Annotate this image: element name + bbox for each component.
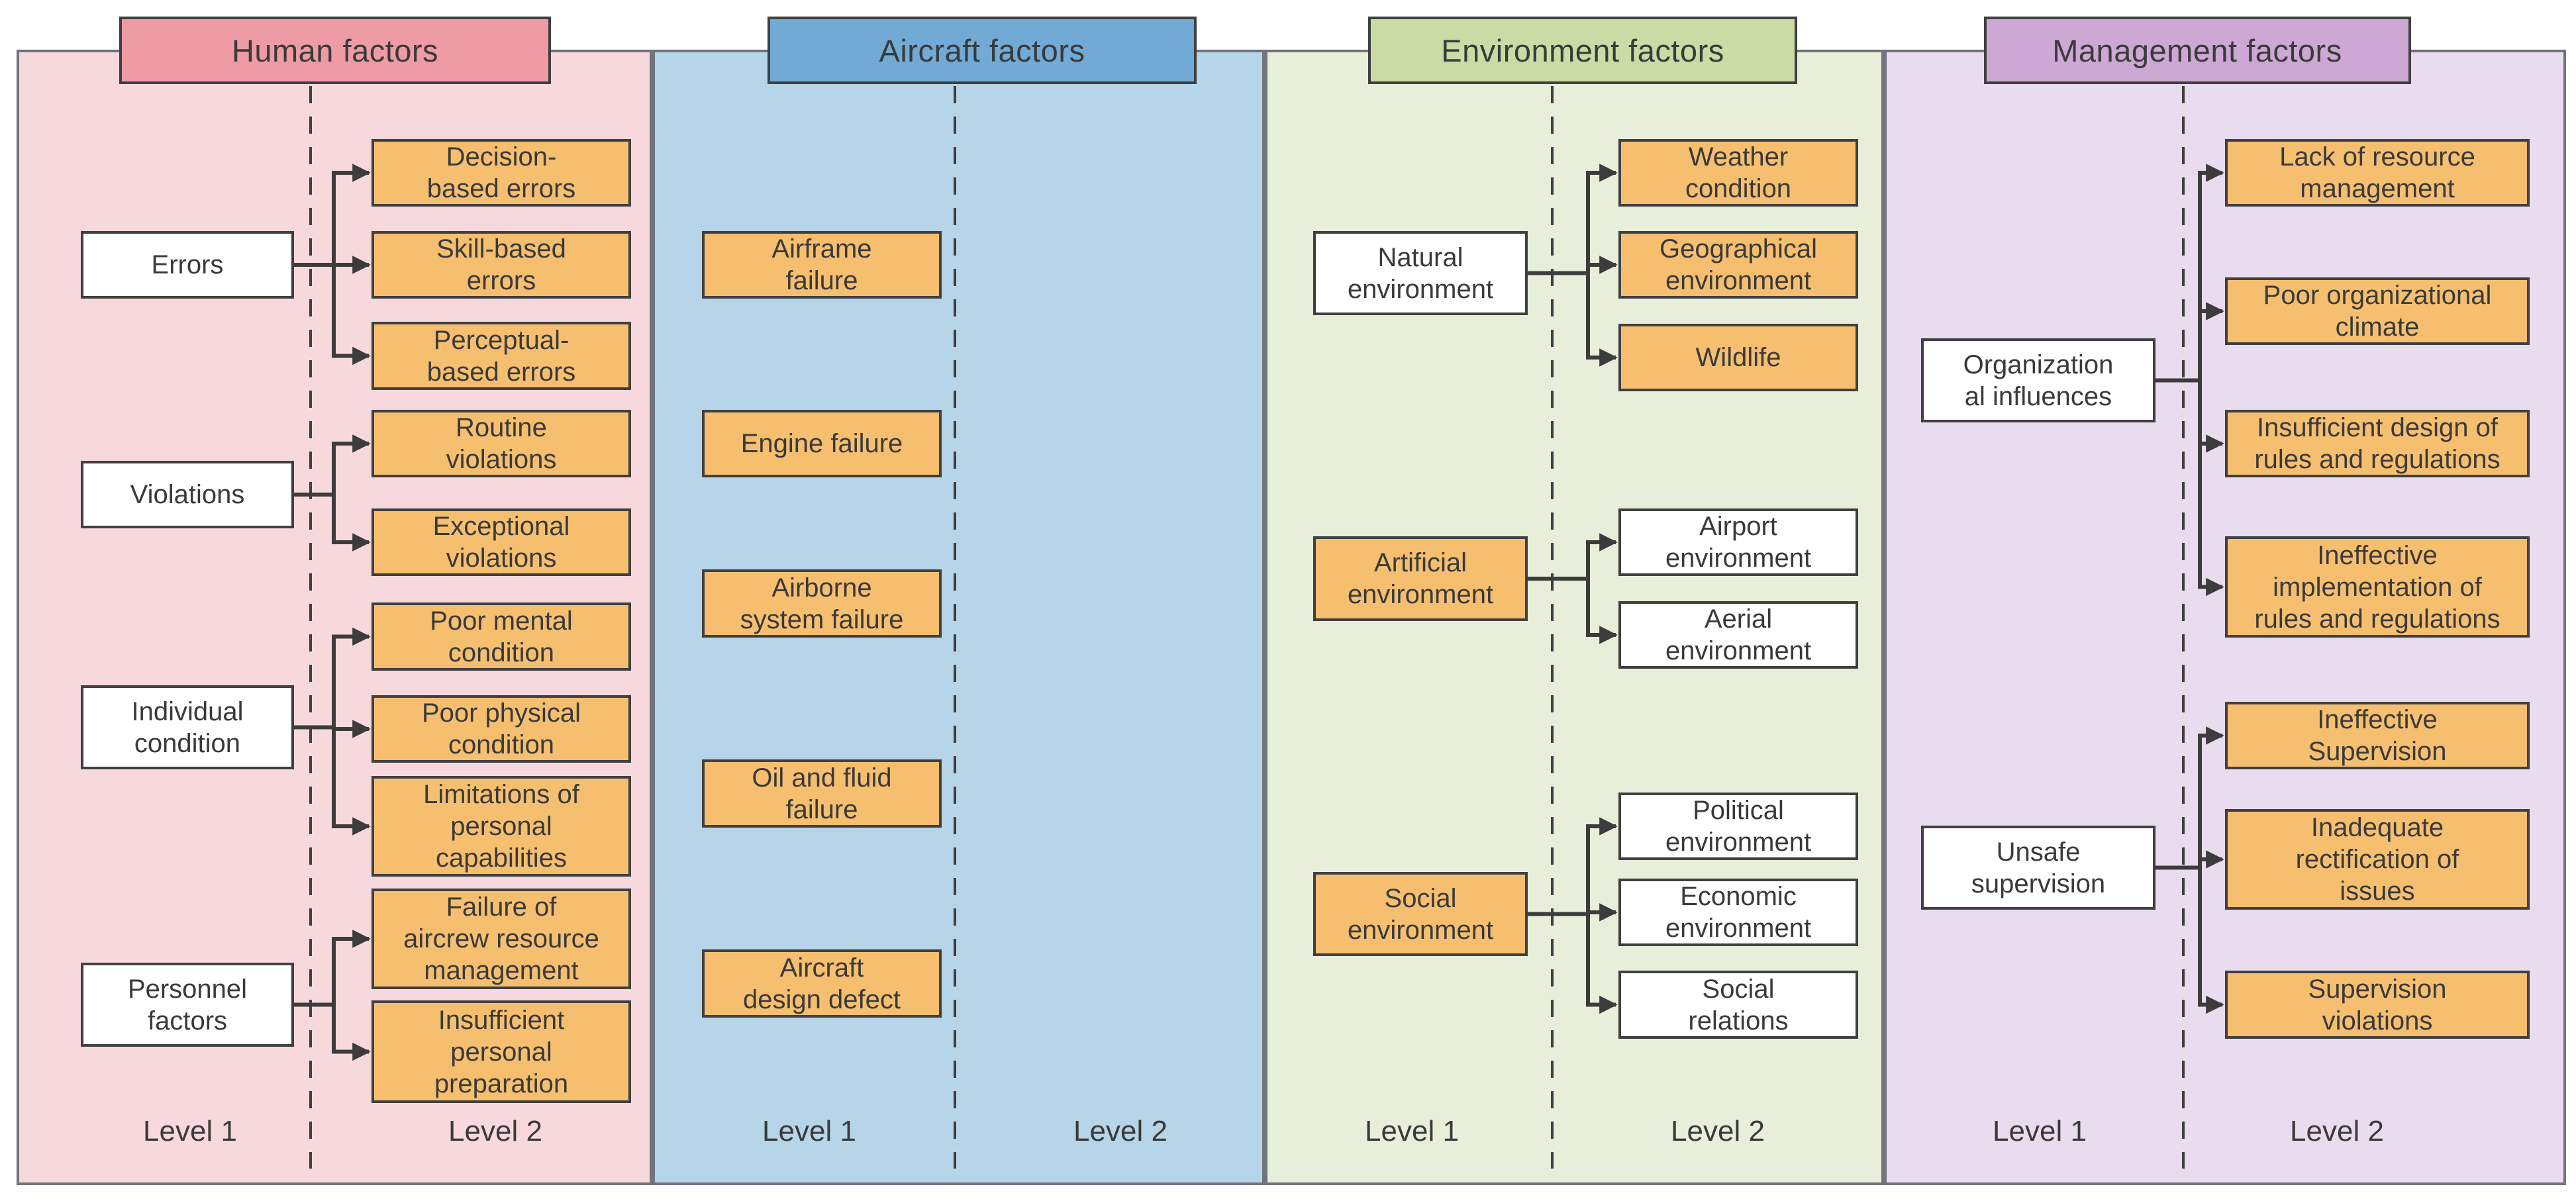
box-social-relations: Social relations bbox=[1618, 971, 1858, 1039]
box-poor-organizational-climate: Poor organizational climate bbox=[2225, 277, 2530, 345]
box-organizational-influences: Organization al influences bbox=[1921, 338, 2155, 422]
box-routine-violations: Routine violations bbox=[372, 410, 631, 477]
box-ineffective-supervision: Ineffective Supervision bbox=[2225, 702, 2530, 769]
header-environment-factors: Environment factors bbox=[1368, 17, 1797, 84]
box-economic-environment: Economic environment bbox=[1618, 879, 1858, 946]
box-social-environment: Social environment bbox=[1313, 872, 1528, 956]
box-geographical-environment: Geographical environment bbox=[1618, 231, 1858, 299]
box-skill-based-errors: Skill-based errors bbox=[372, 231, 631, 299]
box-oil-and-fluid-failure: Oil and fluid failure bbox=[702, 759, 942, 828]
box-airport-environment: Airport environment bbox=[1618, 508, 1858, 576]
level-1-label-environment: Level 1 bbox=[1365, 1115, 1459, 1147]
header-human-factors: Human factors bbox=[119, 17, 551, 84]
box-lack-of-resource-management: Lack of resource management bbox=[2225, 139, 2530, 207]
box-unsafe-supervision: Unsafe supervision bbox=[1921, 826, 2155, 910]
box-weather-condition: Weather condition bbox=[1618, 139, 1858, 207]
box-airborne-system-failure: Airborne system failure bbox=[702, 569, 942, 638]
level-1-label-human: Level 1 bbox=[143, 1115, 237, 1147]
level-2-label-environment: Level 2 bbox=[1671, 1115, 1765, 1147]
header-aircraft-factors: Aircraft factors bbox=[768, 17, 1197, 84]
box-inadequate-rectification-issues: Inadequate rectification of issues bbox=[2225, 809, 2530, 910]
box-limitations-personal-capabilities: Limitations of personal capabilities bbox=[372, 776, 631, 877]
box-ineffective-implementation-rules: Ineffective implementation of rules and … bbox=[2225, 536, 2530, 638]
box-violations: Violations bbox=[81, 461, 294, 528]
box-aerial-environment: Aerial environment bbox=[1618, 601, 1858, 669]
level-2-label-human: Level 2 bbox=[448, 1115, 542, 1147]
box-poor-physical-condition: Poor physical condition bbox=[372, 695, 631, 763]
box-personnel-factors: Personnel factors bbox=[81, 963, 294, 1047]
box-engine-failure: Engine failure bbox=[702, 410, 942, 477]
box-individual-condition: Individual condition bbox=[81, 685, 294, 769]
box-wildlife: Wildlife bbox=[1618, 324, 1858, 391]
box-supervision-violations: Supervision violations bbox=[2225, 971, 2530, 1039]
box-poor-mental-condition: Poor mental condition bbox=[372, 602, 631, 671]
box-perceptual-based-errors: Perceptual- based errors bbox=[372, 322, 631, 390]
box-insufficient-personal-preparation: Insufficient personal preparation bbox=[372, 1000, 631, 1103]
box-airframe-failure: Airframe failure bbox=[702, 231, 942, 299]
level-1-label-management: Level 1 bbox=[1993, 1115, 2087, 1147]
header-management-factors: Management factors bbox=[1983, 17, 2411, 84]
box-aircraft-design-defect: Aircraft design defect bbox=[702, 949, 942, 1018]
box-errors: Errors bbox=[81, 231, 294, 299]
box-failure-aircrew-resource-management: Failure of aircrew resource management bbox=[372, 889, 631, 989]
box-insufficient-design-rules: Insufficient design of rules and regulat… bbox=[2225, 410, 2530, 477]
box-artificial-environment: Artificial environment bbox=[1313, 536, 1528, 621]
level-2-label-management: Level 2 bbox=[2290, 1115, 2384, 1147]
level-1-label-aircraft: Level 1 bbox=[762, 1115, 856, 1147]
box-decision-based-errors: Decision- based errors bbox=[372, 139, 631, 207]
box-natural-environment: Natural environment bbox=[1313, 231, 1528, 315]
box-political-environment: Political environment bbox=[1618, 793, 1858, 860]
box-exceptional-violations: Exceptional violations bbox=[372, 508, 631, 576]
level-2-label-aircraft: Level 2 bbox=[1073, 1115, 1167, 1147]
